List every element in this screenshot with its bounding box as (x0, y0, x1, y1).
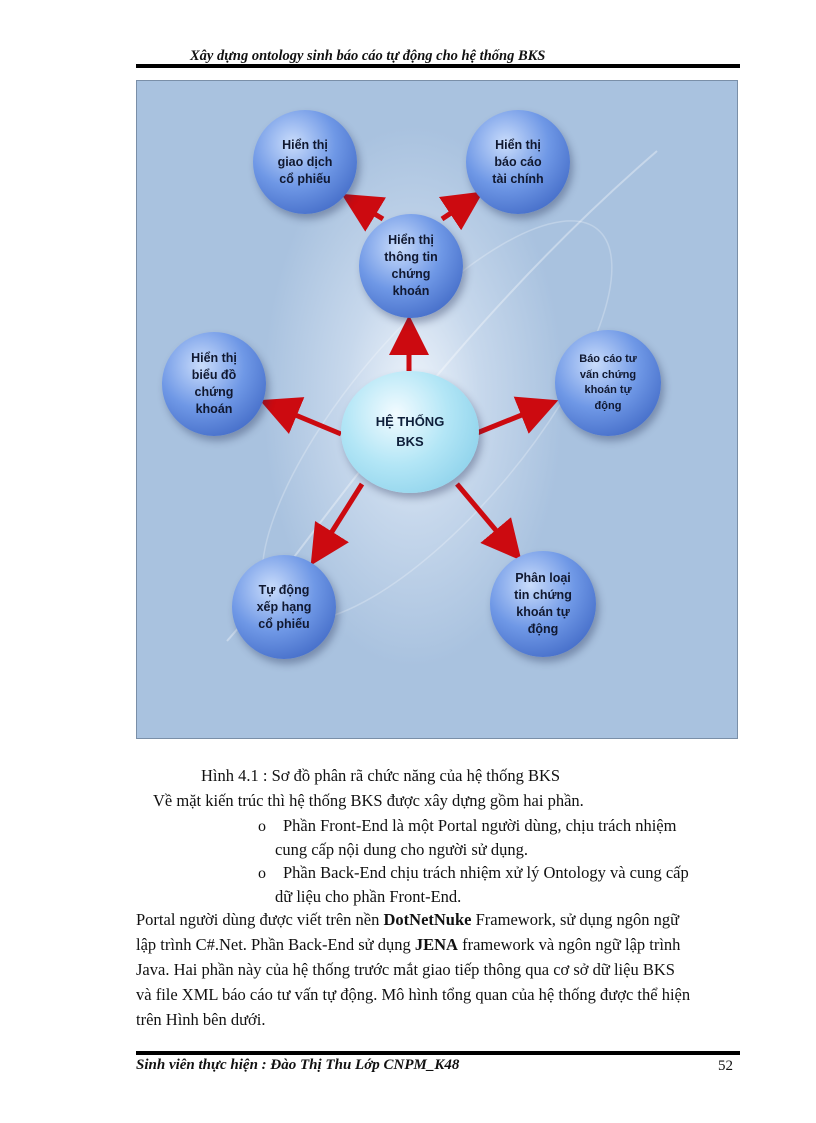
paragraph-line-4: và file XML báo cáo tư vấn tự động. Mô h… (136, 985, 691, 1004)
jena-term: JENA (414, 935, 458, 954)
arrow-to-xep-hang (310, 482, 365, 566)
paragraph-text: Portal người dùng được viết trên nền (136, 910, 384, 929)
paragraph-line-2: lập trình C#.Net. Phần Back-End sử dụng … (136, 935, 680, 955)
node-hien-thi-giao-dich: Hiển thị giao dịch cổ phiếu (253, 110, 357, 214)
bullet-front-end-line1: Phần Front-End là một Portal người dùng,… (283, 816, 677, 835)
intro-text: Về mặt kiến trúc thì hệ thống BKS được x… (153, 791, 584, 810)
paragraph-text: framework và ngôn ngữ lập trình (457, 935, 681, 954)
header-rule (136, 64, 740, 68)
page-header-title: Xây dựng ontology sinh báo cáo tự động c… (190, 48, 546, 64)
paragraph-line-1: Portal người dùng được viết trên nền Dot… (136, 910, 679, 930)
node-tu-dong-xep-hang: Tự động xếp hạng cổ phiếu (232, 555, 336, 659)
function-decomposition-diagram: Hiển thị thông tin chứng khoán Hiển thị … (136, 80, 738, 739)
bullet-marker: o (258, 865, 266, 882)
bullet-marker: o (258, 818, 266, 835)
footer-author: Sinh viên thực hiện : Đào Thị Thu Lớp CN… (136, 1057, 460, 1073)
node-bao-cao-tu-van: Báo cáo tư vấn chứng khoán tự động (555, 330, 661, 436)
node-he-thong-bks: HỆ THỐNG BKS (341, 371, 479, 493)
bullet-front-end-line2: cung cấp nội dung cho người sử dụng. (275, 840, 528, 859)
bullet-back-end-line2: dữ liệu cho phần Front-End. (275, 887, 462, 906)
node-phan-loai-tin: Phân loại tin chứng khoán tự động (490, 551, 596, 657)
node-hien-thi-bieu-do: Hiển thị biểu đồ chứng khoán (162, 332, 266, 436)
page-number: 52 (718, 1058, 733, 1074)
paragraph-text: lập trình C#.Net. Phần Back-End sử dụng (136, 935, 415, 954)
paragraph-line-3: Java. Hai phần này của hệ thống trước mắ… (136, 960, 675, 979)
dotnetnuke-term: DotNetNuke (383, 910, 472, 929)
footer-rule (136, 1051, 740, 1055)
arrow-to-bao-cao (438, 191, 484, 231)
node-hien-thi-bao-cao-tai-chinh: Hiển thị báo cáo tài chính (466, 110, 570, 214)
node-hien-thi-thong-tin: Hiển thị thông tin chứng khoán (359, 214, 463, 318)
arrow-to-tu-van (476, 396, 559, 436)
arrow-to-bieu-do (259, 397, 342, 437)
arrow-to-phan-loai (455, 482, 522, 561)
paragraph-line-5: trên Hình bên dưới. (136, 1010, 266, 1029)
arrow-to-giao-dich (341, 193, 387, 232)
bullet-back-end-line1: Phần Back-End chịu trách nhiệm xử lý Ont… (283, 863, 689, 882)
paragraph-text: Framework, sử dụng ngôn ngữ (471, 910, 680, 929)
figure-caption: Hình 4.1 : Sơ đồ phân rã chức năng của h… (201, 766, 561, 785)
